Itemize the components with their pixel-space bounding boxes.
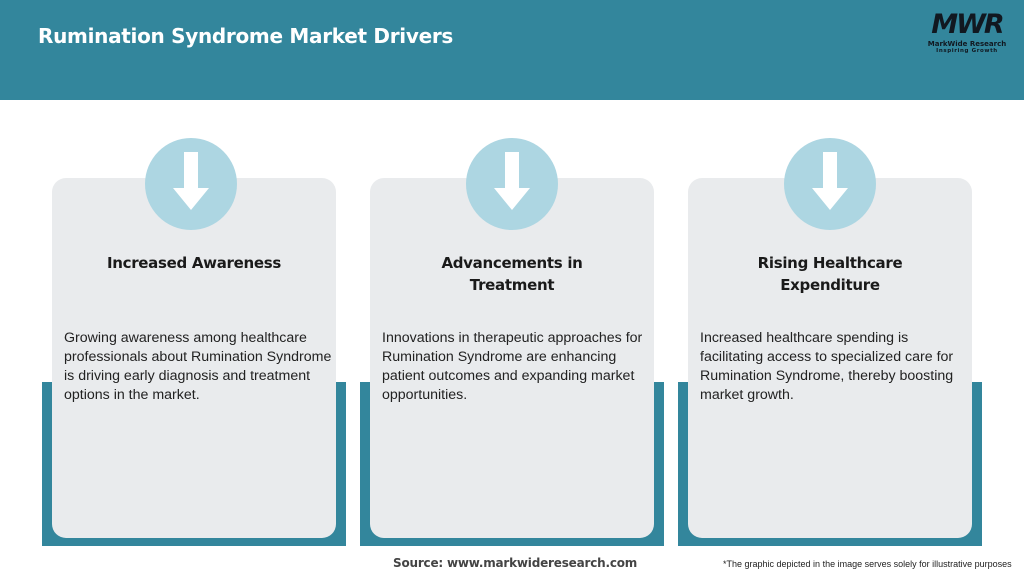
card-title: Rising Healthcare Expenditure (757, 254, 903, 294)
card-description: Increased healthcare spending is facilit… (700, 330, 954, 403)
icon-circle-3 (784, 138, 876, 230)
card-description: Innovations in therapeutic approaches fo… (382, 330, 643, 403)
logo-mark: MWR (931, 9, 1004, 40)
card-title: Increased Awareness (106, 254, 282, 272)
arrow-down-icon (494, 152, 530, 210)
source-credit: Source: www.markwideresearch.com (393, 556, 638, 570)
icon-circle-1 (145, 138, 237, 230)
page-title: Rumination Syndrome Market Drivers (38, 24, 453, 48)
logo-name: MarkWide Research (927, 40, 1007, 48)
driver-card-advancements-in-treatment: Advancements in Treatment Innovations in… (370, 178, 654, 538)
arrow-down-icon (173, 152, 209, 210)
disclaimer-note: *The graphic depicted in the image serve… (723, 559, 1012, 569)
driver-card-increased-awareness: Increased Awareness Growing awareness am… (52, 178, 336, 538)
card-description: Growing awareness among healthcare profe… (64, 330, 332, 403)
logo-tagline: Inspiring Growth (936, 48, 998, 54)
header-banner: Rumination Syndrome Market Drivers MWR M… (0, 0, 1024, 100)
card-title: Advancements in Treatment (441, 254, 583, 294)
icon-circle-2 (466, 138, 558, 230)
logo: MWR MarkWide Research Inspiring Growth (924, 10, 1010, 58)
driver-card-rising-healthcare-expenditure: Rising Healthcare Expenditure Increased … (688, 178, 972, 538)
arrow-down-icon (812, 152, 848, 210)
